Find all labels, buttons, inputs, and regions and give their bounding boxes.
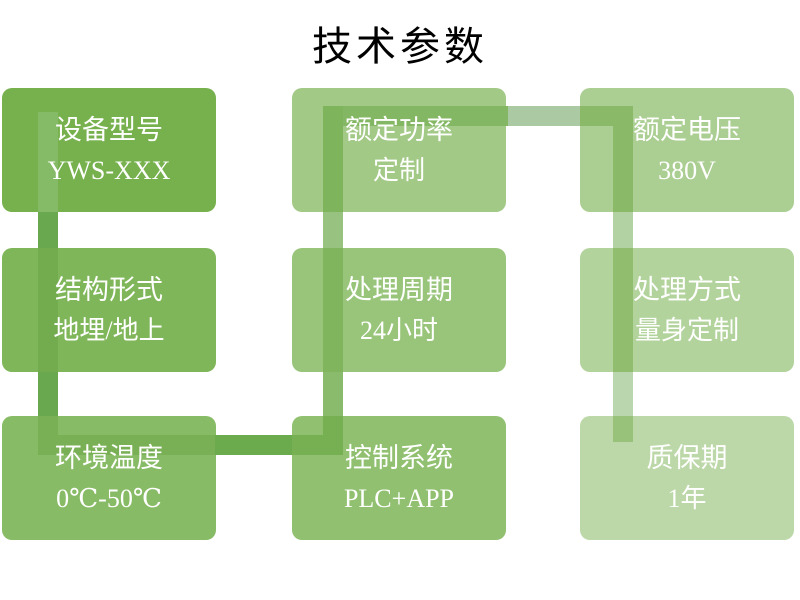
card-title: 控制系统 <box>345 442 453 473</box>
card-value: PLC+APP <box>343 483 455 513</box>
connector-segment <box>323 416 343 435</box>
card-value: 24小时 <box>359 315 438 345</box>
card-structure-type: 结构形式 地埋/地上 <box>2 248 216 372</box>
connector-segment <box>38 416 58 455</box>
connector-segment <box>58 435 215 455</box>
connector-segment <box>613 212 633 248</box>
card-title: 结构形式 <box>55 274 163 305</box>
page-title: 技术参数 <box>312 25 488 69</box>
connector-segment <box>292 435 343 455</box>
card-title: 额定功率 <box>345 114 453 145</box>
connector-segment <box>613 372 633 416</box>
connector-segment <box>323 106 343 212</box>
connector-segment <box>38 112 58 212</box>
connector-segment <box>613 416 633 442</box>
card-title: 设备型号 <box>55 114 163 145</box>
connector-segment <box>508 106 580 126</box>
card-device-model: 设备型号 YWS-XXX <box>2 88 216 212</box>
card-title: 环境温度 <box>55 442 163 473</box>
card-title: 处理周期 <box>345 274 453 305</box>
card-value: 0℃-50℃ <box>56 483 162 513</box>
card-value: 定制 <box>372 155 425 185</box>
connector-segment <box>323 372 343 416</box>
connector-segment <box>215 435 292 455</box>
card-title: 质保期 <box>646 442 728 473</box>
connector-segment <box>323 248 343 372</box>
connector-segment <box>613 248 633 372</box>
connector-segment <box>323 212 343 248</box>
connector-segment <box>38 212 58 248</box>
card-title: 处理方式 <box>633 274 741 305</box>
connector-segment <box>580 106 613 126</box>
card-value: YWS-XXX <box>47 155 171 185</box>
connector-segment <box>343 106 508 126</box>
card-value: 380V <box>658 155 716 185</box>
connector-segment <box>38 372 58 416</box>
card-value: 量身定制 <box>634 315 739 345</box>
card-value: 1年 <box>667 483 707 513</box>
connector-segment <box>613 106 633 212</box>
connector-segment <box>38 248 58 372</box>
card-title: 额定电压 <box>633 114 741 145</box>
card-value: 地埋/地上 <box>53 315 165 345</box>
